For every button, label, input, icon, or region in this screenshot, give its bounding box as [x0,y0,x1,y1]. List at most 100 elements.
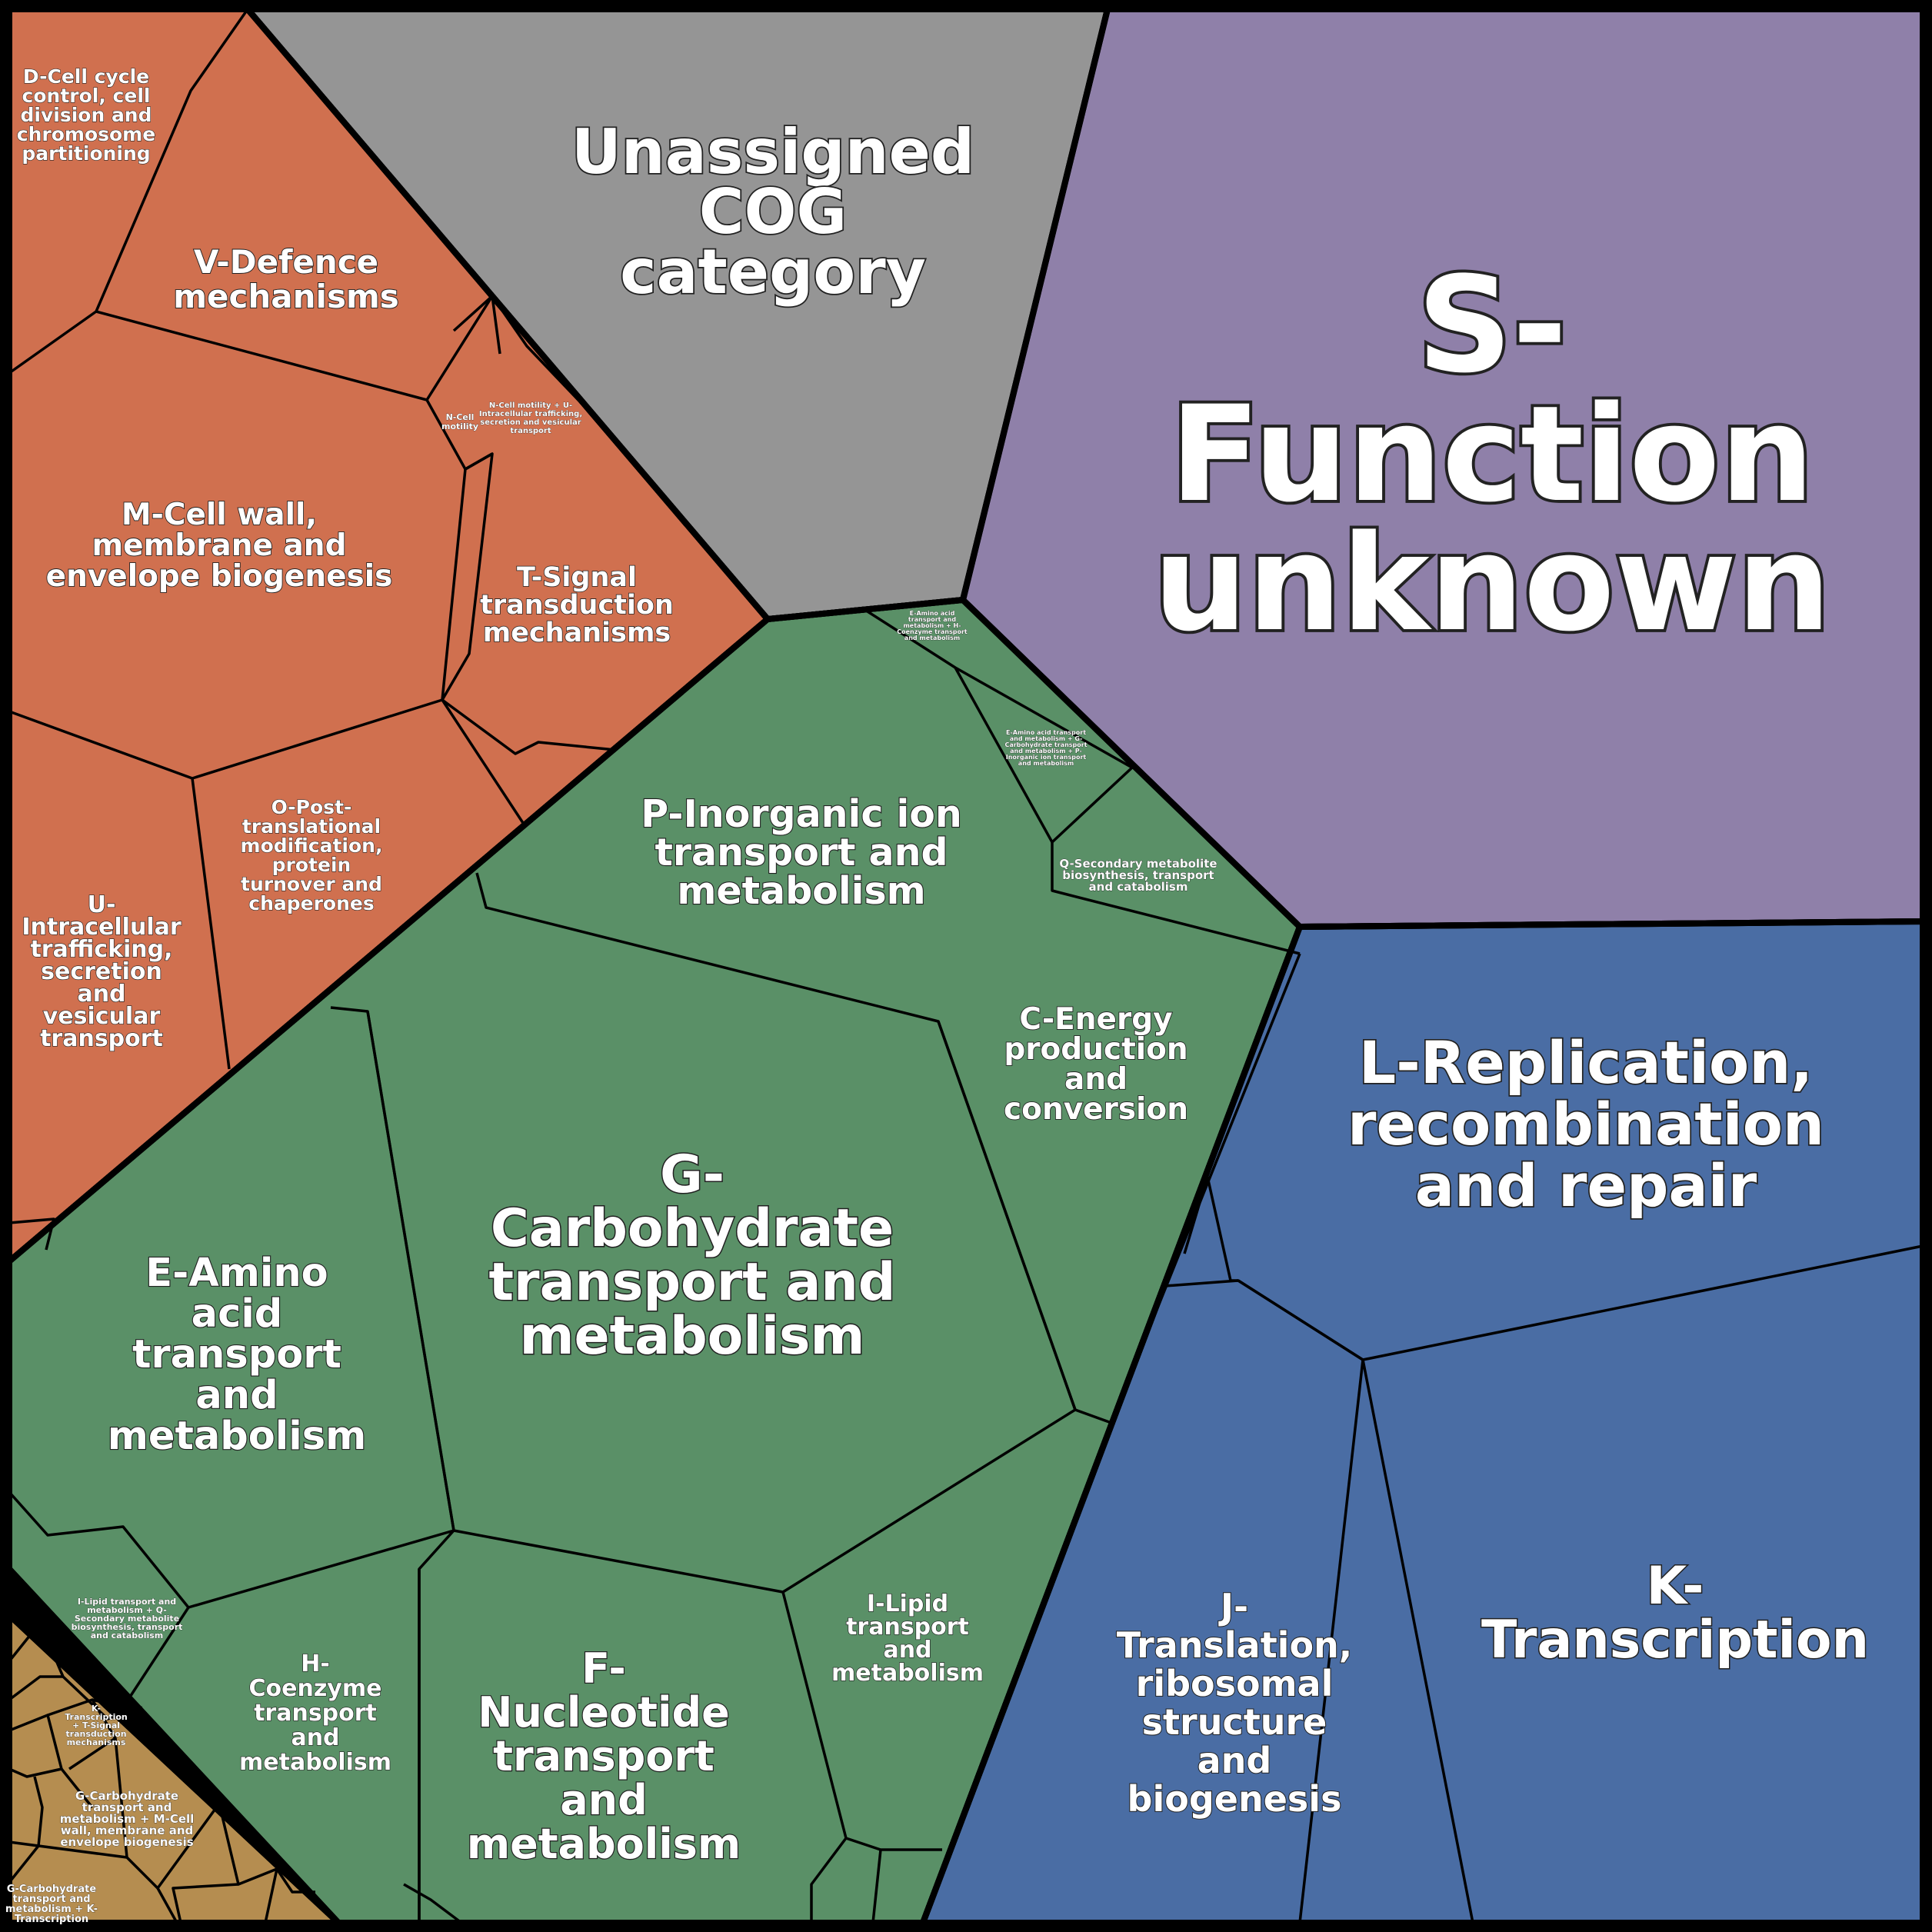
label-line: modification, [241,834,383,857]
label-line: transport and [908,616,956,623]
label-line: unknown [1153,506,1830,661]
cell-boundary [8,1776,44,1847]
label-line: mechanisms [67,1737,126,1747]
label-line: COG [699,176,847,248]
cell-boundary [6,1844,40,1886]
label-n-cell-motility-u: N-Cell motility + U-Intracellular traffi… [479,401,582,435]
label-line: secretion and vesicular [480,418,581,427]
label-line: Unassigned [571,116,974,188]
cell-boundary [38,1802,221,1890]
label-line: structure [1142,1701,1327,1743]
label-line: Q-Secondary metabolite [1059,857,1217,871]
label-line: C-Energy [1019,1002,1172,1037]
label-line: H- [301,1651,330,1677]
label-line: metabolism [239,1749,391,1776]
cell-boundary [47,1698,117,1770]
label-line: conversion [1004,1092,1188,1127]
label-line: and metabolism [1018,760,1074,767]
cell-boundary [8,8,249,375]
cell-boundary [441,452,494,701]
label-line: acid [192,1291,283,1337]
label-line: and catabolism [1089,880,1188,894]
label-line: motility [441,421,478,431]
label-line: J- [1218,1586,1248,1627]
cell-boundary [441,698,616,755]
label-line: transport and [489,1252,896,1313]
label-line: biogenesis [1128,1778,1342,1820]
label-line: translational [242,815,381,838]
label-line: and metabolism + P- [1010,748,1082,754]
cell-boundary [1298,1359,1364,1924]
cell-boundary [156,1887,178,1924]
label-line: and [1064,1062,1128,1097]
label-line: L-Replication, [1359,1028,1813,1097]
label-line: vesicular [43,1003,161,1030]
label-line: Secondary metabolite [75,1614,179,1624]
cell-boundary [8,1011,455,1609]
label-line: and [560,1776,648,1824]
cell-boundary [60,1767,94,1809]
label-line: envelope biogenesis [60,1835,193,1849]
cell-boundary [114,1737,128,1858]
label-line: E-Amino acid [910,610,955,617]
label-line: wall, membrane and [61,1824,194,1837]
label-line: secretion [41,958,162,985]
label-line: turnover and [241,873,382,895]
label-line: metabolism + K- [5,1904,98,1915]
label-line: and metabolism + G- [1010,735,1083,742]
label-line: E-Amino [145,1251,328,1296]
label-line: transport and [82,1800,172,1814]
label-line: and repair [1415,1151,1757,1220]
label-line: N-Cell motility + U- [489,401,572,410]
cell-boundary [172,1883,239,1924]
label-line: transport [132,1332,341,1377]
label-line: control, cell [22,85,151,107]
label-line: G-Carbohydrate [75,1789,178,1803]
label-line: metabolism + M-Cell [60,1812,195,1826]
label-line: D-Cell cycle [23,65,149,88]
label-line: K- [1646,1556,1704,1617]
label-line: chromosome [17,123,155,145]
label-line: category [620,236,926,308]
label-line: and [1198,1740,1272,1781]
label-line: Carbohydrate transport [1004,741,1087,748]
label-line: I-Lipid [867,1591,948,1617]
label-line: ribosomal [1136,1663,1334,1704]
label-line: protein [272,854,351,876]
cell-boundary [191,778,231,1070]
label-line: biosynthesis, transport [72,1622,183,1632]
label-line: transport [40,1025,163,1052]
label-line: + T-Signal [72,1720,120,1730]
cell-boundary [264,1868,278,1924]
label-line: V-Defence [194,243,378,281]
label-line: transport and [655,831,948,874]
label-line: recombination [1347,1090,1824,1158]
label-line: and [291,1724,339,1751]
cell-boundary [861,606,1301,955]
label-line: transport and [12,1894,90,1905]
label-line: G- [660,1144,724,1205]
label-line: mechanisms [173,278,398,315]
label-line: transport [510,427,551,435]
label-line: S- [1417,248,1567,402]
cell-boundary [8,1217,55,1251]
label-line: Transcription [65,1712,128,1722]
label-line: O-Post- [271,796,352,818]
label-line: P-Inorganic ion [641,792,962,836]
